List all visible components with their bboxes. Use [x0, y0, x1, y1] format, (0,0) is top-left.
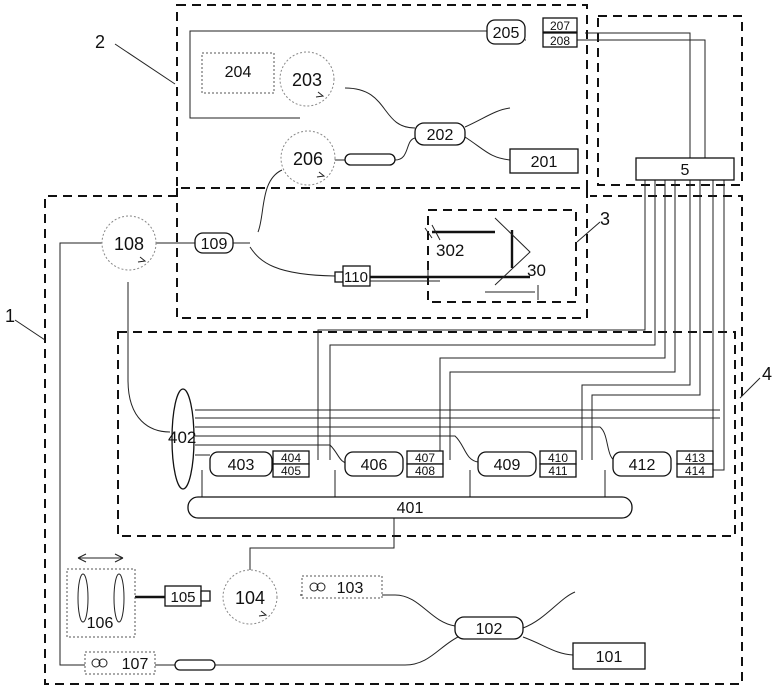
component-204: 204: [202, 53, 274, 93]
component-410: 410: [540, 451, 576, 465]
component-414: 414: [677, 464, 713, 478]
controller-5: 5: [636, 158, 734, 180]
component-207: 207: [543, 18, 577, 33]
svg-text:208: 208: [550, 34, 570, 48]
component-208: 208: [543, 33, 577, 48]
svg-text:205: 205: [493, 25, 520, 42]
svg-text:202: 202: [427, 127, 454, 144]
label-module-3: 3: [600, 209, 610, 229]
svg-text:206: 206: [293, 149, 323, 169]
component-407: 407: [407, 451, 443, 465]
label-30: 30: [527, 261, 546, 280]
component-205: 205: [487, 20, 525, 44]
circulator-203: 203: [280, 52, 334, 106]
component-408: 408: [407, 464, 443, 478]
lens-group-106: 106: [67, 569, 135, 637]
label-module-2: 2: [95, 32, 105, 52]
module-412: 412: [613, 452, 671, 476]
module-2-bottom-boundary: [177, 188, 587, 318]
svg-text:207: 207: [550, 19, 570, 33]
svg-text:405: 405: [281, 464, 301, 478]
svg-text:402: 402: [168, 428, 196, 447]
svg-text:101: 101: [596, 649, 623, 666]
component-405: 405: [273, 464, 309, 478]
collimator-105: 105: [165, 586, 210, 606]
component-107: 107: [85, 652, 155, 674]
source-101: 101: [573, 643, 645, 669]
label-module-4: 4: [762, 364, 772, 384]
svg-text:413: 413: [685, 451, 705, 465]
circulator-108: 108: [102, 216, 156, 270]
svg-text:409: 409: [494, 457, 521, 474]
svg-text:204: 204: [225, 64, 252, 81]
svg-text:102: 102: [476, 621, 503, 638]
svg-text:410: 410: [548, 451, 568, 465]
component-411: 411: [540, 464, 576, 478]
svg-text:105: 105: [170, 589, 195, 606]
collimator-110: 110: [335, 266, 370, 286]
lens-402: 402: [168, 389, 196, 489]
svg-text:203: 203: [292, 70, 322, 90]
svg-text:412: 412: [629, 457, 656, 474]
component-413: 413: [677, 451, 713, 465]
svg-text:107: 107: [122, 656, 149, 673]
svg-text:109: 109: [201, 236, 228, 253]
circulator-104: 104: [223, 570, 277, 624]
svg-text:108: 108: [114, 234, 144, 254]
svg-text:407: 407: [415, 451, 435, 465]
circulator-206: 206: [281, 131, 335, 185]
module-1-boundary: [45, 196, 742, 684]
module-409: 409: [478, 452, 536, 476]
component-103: 103: [302, 576, 382, 598]
delay-line-1: [175, 660, 215, 670]
delay-line-2: [345, 154, 395, 165]
svg-text:104: 104: [235, 588, 265, 608]
svg-text:201: 201: [531, 154, 558, 171]
svg-text:106: 106: [87, 615, 114, 632]
rail-401: 401: [188, 497, 632, 518]
svg-text:414: 414: [685, 464, 705, 478]
module-403: 403: [210, 452, 272, 476]
svg-text:404: 404: [281, 451, 301, 465]
svg-text:411: 411: [548, 464, 567, 478]
label-module-1: 1: [5, 306, 15, 326]
coupler-109: 109: [195, 233, 233, 253]
svg-text:103: 103: [337, 580, 364, 597]
component-404: 404: [273, 451, 309, 465]
svg-text:408: 408: [415, 464, 435, 478]
source-201: 201: [510, 149, 578, 173]
svg-text:401: 401: [397, 500, 424, 517]
coupler-102: 102: [455, 617, 523, 639]
label-302: 302: [436, 241, 464, 260]
svg-text:403: 403: [228, 457, 255, 474]
svg-text:110: 110: [344, 269, 368, 286]
coupler-202: 202: [415, 123, 465, 145]
svg-text:406: 406: [361, 457, 388, 474]
svg-text:5: 5: [681, 162, 690, 179]
module-406: 406: [345, 452, 403, 476]
